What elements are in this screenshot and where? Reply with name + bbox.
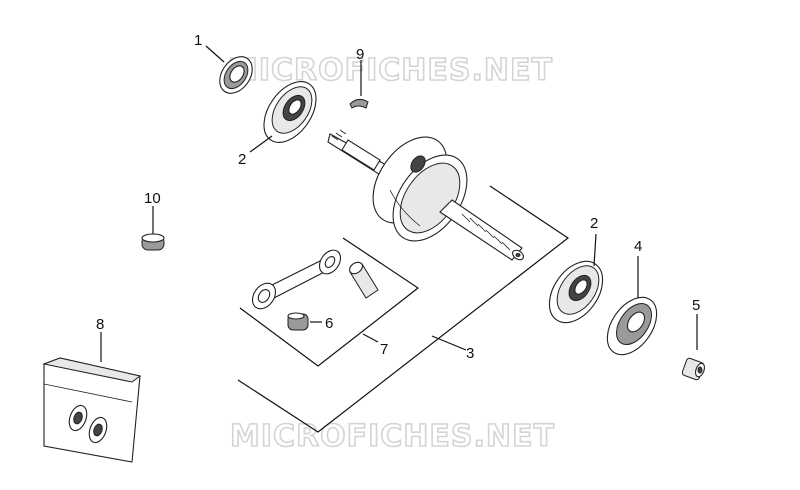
crankshaft-part-3: [327, 129, 524, 261]
callout-10: 10: [144, 190, 161, 207]
watermark-bottom: MICROFICHES.NET: [230, 419, 555, 454]
callout-7: 7: [380, 341, 388, 358]
callout-6: 6: [325, 315, 333, 332]
ball-bearing-part-2-right: [548, 233, 604, 324]
assembly-bracket-7: [239, 237, 420, 367]
callout-2-left: 2: [238, 151, 246, 168]
cap-part-10: [141, 206, 165, 251]
oil-seal-part-4: [606, 256, 658, 356]
callout-8: 8: [96, 316, 104, 333]
ball-bearing-part-2-left: [249, 81, 317, 153]
callout-5: 5: [692, 297, 700, 314]
callout-1: 1: [194, 32, 202, 49]
connecting-rod-part-7: [251, 249, 379, 310]
watermark-top: MICROFICHES.NET: [228, 53, 553, 88]
needle-bearing-part-6: [287, 312, 322, 331]
woodruff-key-part-9: [349, 60, 369, 109]
seal-kit-package-part-8: [42, 332, 142, 463]
callout-9: 9: [356, 46, 364, 63]
assembly-bracket-3: [237, 185, 570, 433]
callout-4: 4: [634, 238, 642, 255]
oil-seal-part-1: [205, 45, 253, 94]
callout-2-right: 2: [590, 215, 598, 232]
callout-3: 3: [466, 345, 474, 362]
spacer-part-5: [681, 314, 706, 381]
